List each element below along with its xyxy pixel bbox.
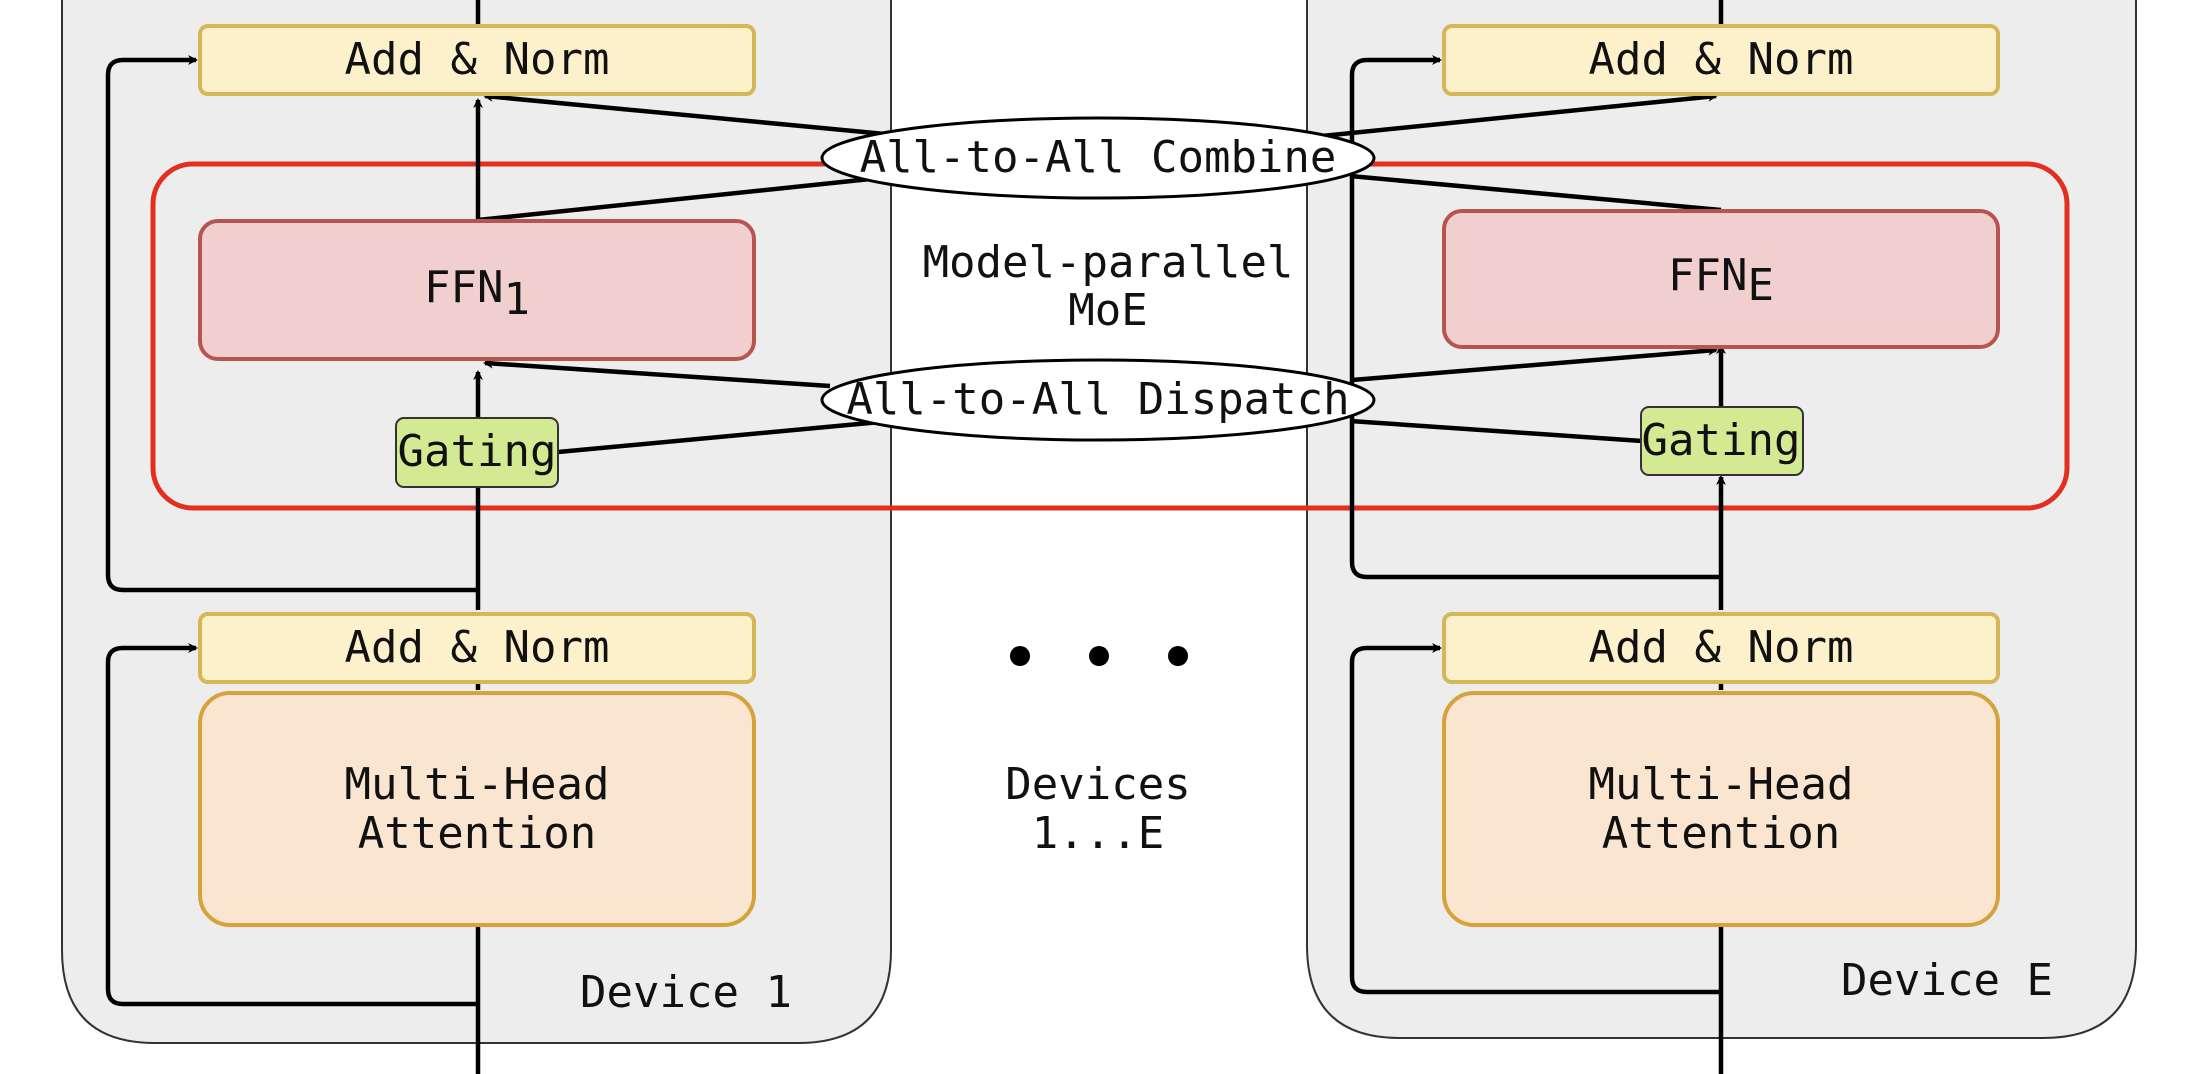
- device-1-ffn-name: FFN: [424, 262, 503, 313]
- device-1-ffn-label: FFN1: [424, 262, 530, 325]
- device-1-ffn: [198, 219, 756, 361]
- device-1-ffn-subscript: 1: [503, 274, 530, 325]
- ellipsis-dot-1: [1010, 646, 1030, 666]
- device-e-ffn-name: FFN: [1668, 250, 1747, 301]
- device-e-ffn: [1442, 209, 2000, 349]
- device-1-gating: [395, 417, 559, 488]
- device-e-attention: [1442, 691, 2000, 927]
- device-e-add-norm-top-label: Add & Norm: [1589, 34, 1854, 85]
- device-e-add-norm-bottom-label: Add & Norm: [1589, 622, 1854, 673]
- devices-label-line2: 1...E: [1032, 808, 1164, 859]
- device-1-gating-label: Gating: [398, 426, 557, 477]
- device-1-attention-line1: Multi-Head: [345, 759, 610, 810]
- all-to-all-dispatch-label: All-to-All Dispatch: [846, 374, 1349, 425]
- all-to-all-dispatch-ellipse: [820, 358, 1376, 442]
- device-e-label: Device E: [1841, 955, 2053, 1006]
- device-1-add-norm-bottom-label: Add & Norm: [345, 622, 610, 673]
- moe-label-line2: MoE: [1068, 285, 1147, 336]
- device-1-add-norm-top-label: Add & Norm: [345, 34, 610, 85]
- ellipsis-dot-3: [1168, 646, 1188, 666]
- device-1-attention-line2: Attention: [358, 808, 596, 859]
- ellipsis-dot-2: [1089, 646, 1109, 666]
- devices-label-line1: Devices: [1005, 759, 1190, 810]
- device-1-attention: [198, 691, 756, 927]
- all-to-all-combine-ellipse: [820, 116, 1376, 200]
- device-e-add-norm-top: [1442, 24, 2000, 96]
- device-e-gating: [1640, 406, 1804, 476]
- device-1-label: Device 1: [580, 967, 792, 1018]
- device-e-gating-label: Gating: [1642, 415, 1801, 466]
- device-e-add-norm-bottom: [1442, 612, 2000, 684]
- device-e-ffn-subscript: E: [1747, 260, 1774, 311]
- device-e-ffn-label: FFNE: [1668, 250, 1774, 311]
- device-e-attention-line1: Multi-Head: [1589, 759, 1854, 810]
- device-1-add-norm-bottom: [198, 612, 756, 684]
- device-1-add-norm-top: [198, 24, 756, 96]
- moe-label-line1: Model-parallel: [923, 237, 1294, 288]
- device-e-attention-line2: Attention: [1602, 808, 1840, 859]
- all-to-all-combine-label: All-to-All Combine: [860, 132, 1337, 183]
